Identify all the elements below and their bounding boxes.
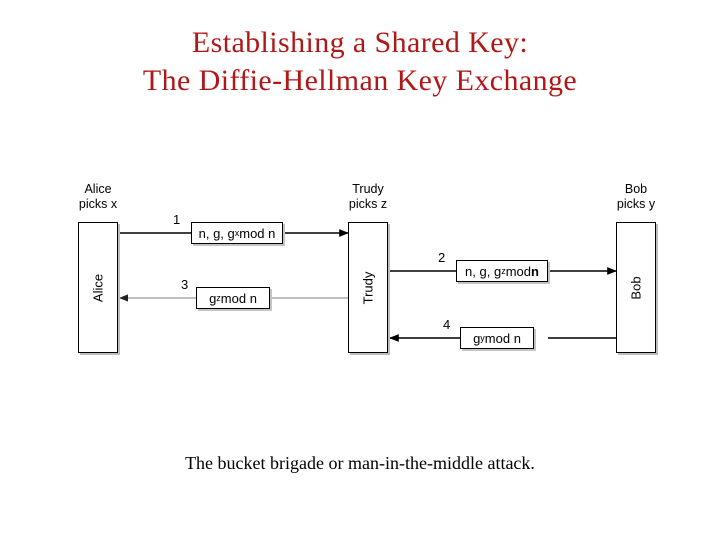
message-text-1-suffix: mod n: [239, 225, 276, 241]
message-text-4-suffix: mod n: [484, 330, 521, 346]
message-number-3: 3: [181, 277, 189, 292]
actor-caption-alice: Alice picks x: [78, 182, 118, 211]
actor-label-alice: Alice: [90, 273, 106, 302]
slide-caption: The bucket brigade or man-in-the-middle …: [185, 453, 535, 473]
message-text-3-suffix: mod n: [220, 290, 257, 306]
message-text-2-tail: n: [530, 263, 539, 279]
actor-label-trudy: Trudy: [360, 271, 376, 304]
actor-label-bob: Bob: [628, 275, 644, 300]
actor-caption-bob: Bob picks y: [616, 182, 656, 211]
message-number-1: 1: [173, 212, 181, 227]
actor-box-trudy: Trudy: [348, 222, 388, 353]
message-text-1-prefix: n, g, g: [198, 225, 235, 241]
message-text-4-prefix: g: [473, 330, 481, 346]
message-text-2-prefix: n, g, g: [465, 263, 502, 279]
actor-box-alice: Alice: [78, 222, 118, 353]
page-title: Establishing a Shared Key: The Diffie-He…: [142, 26, 578, 97]
actor-box-bob: Bob: [616, 222, 656, 353]
actor-caption-trudy: Trudy picks z: [348, 182, 388, 211]
message-text-2-suffix: mod: [505, 263, 531, 279]
message-number-2: 2: [438, 250, 446, 265]
message-text-3-prefix: g: [209, 290, 217, 306]
message-number-4: 4: [443, 317, 451, 332]
